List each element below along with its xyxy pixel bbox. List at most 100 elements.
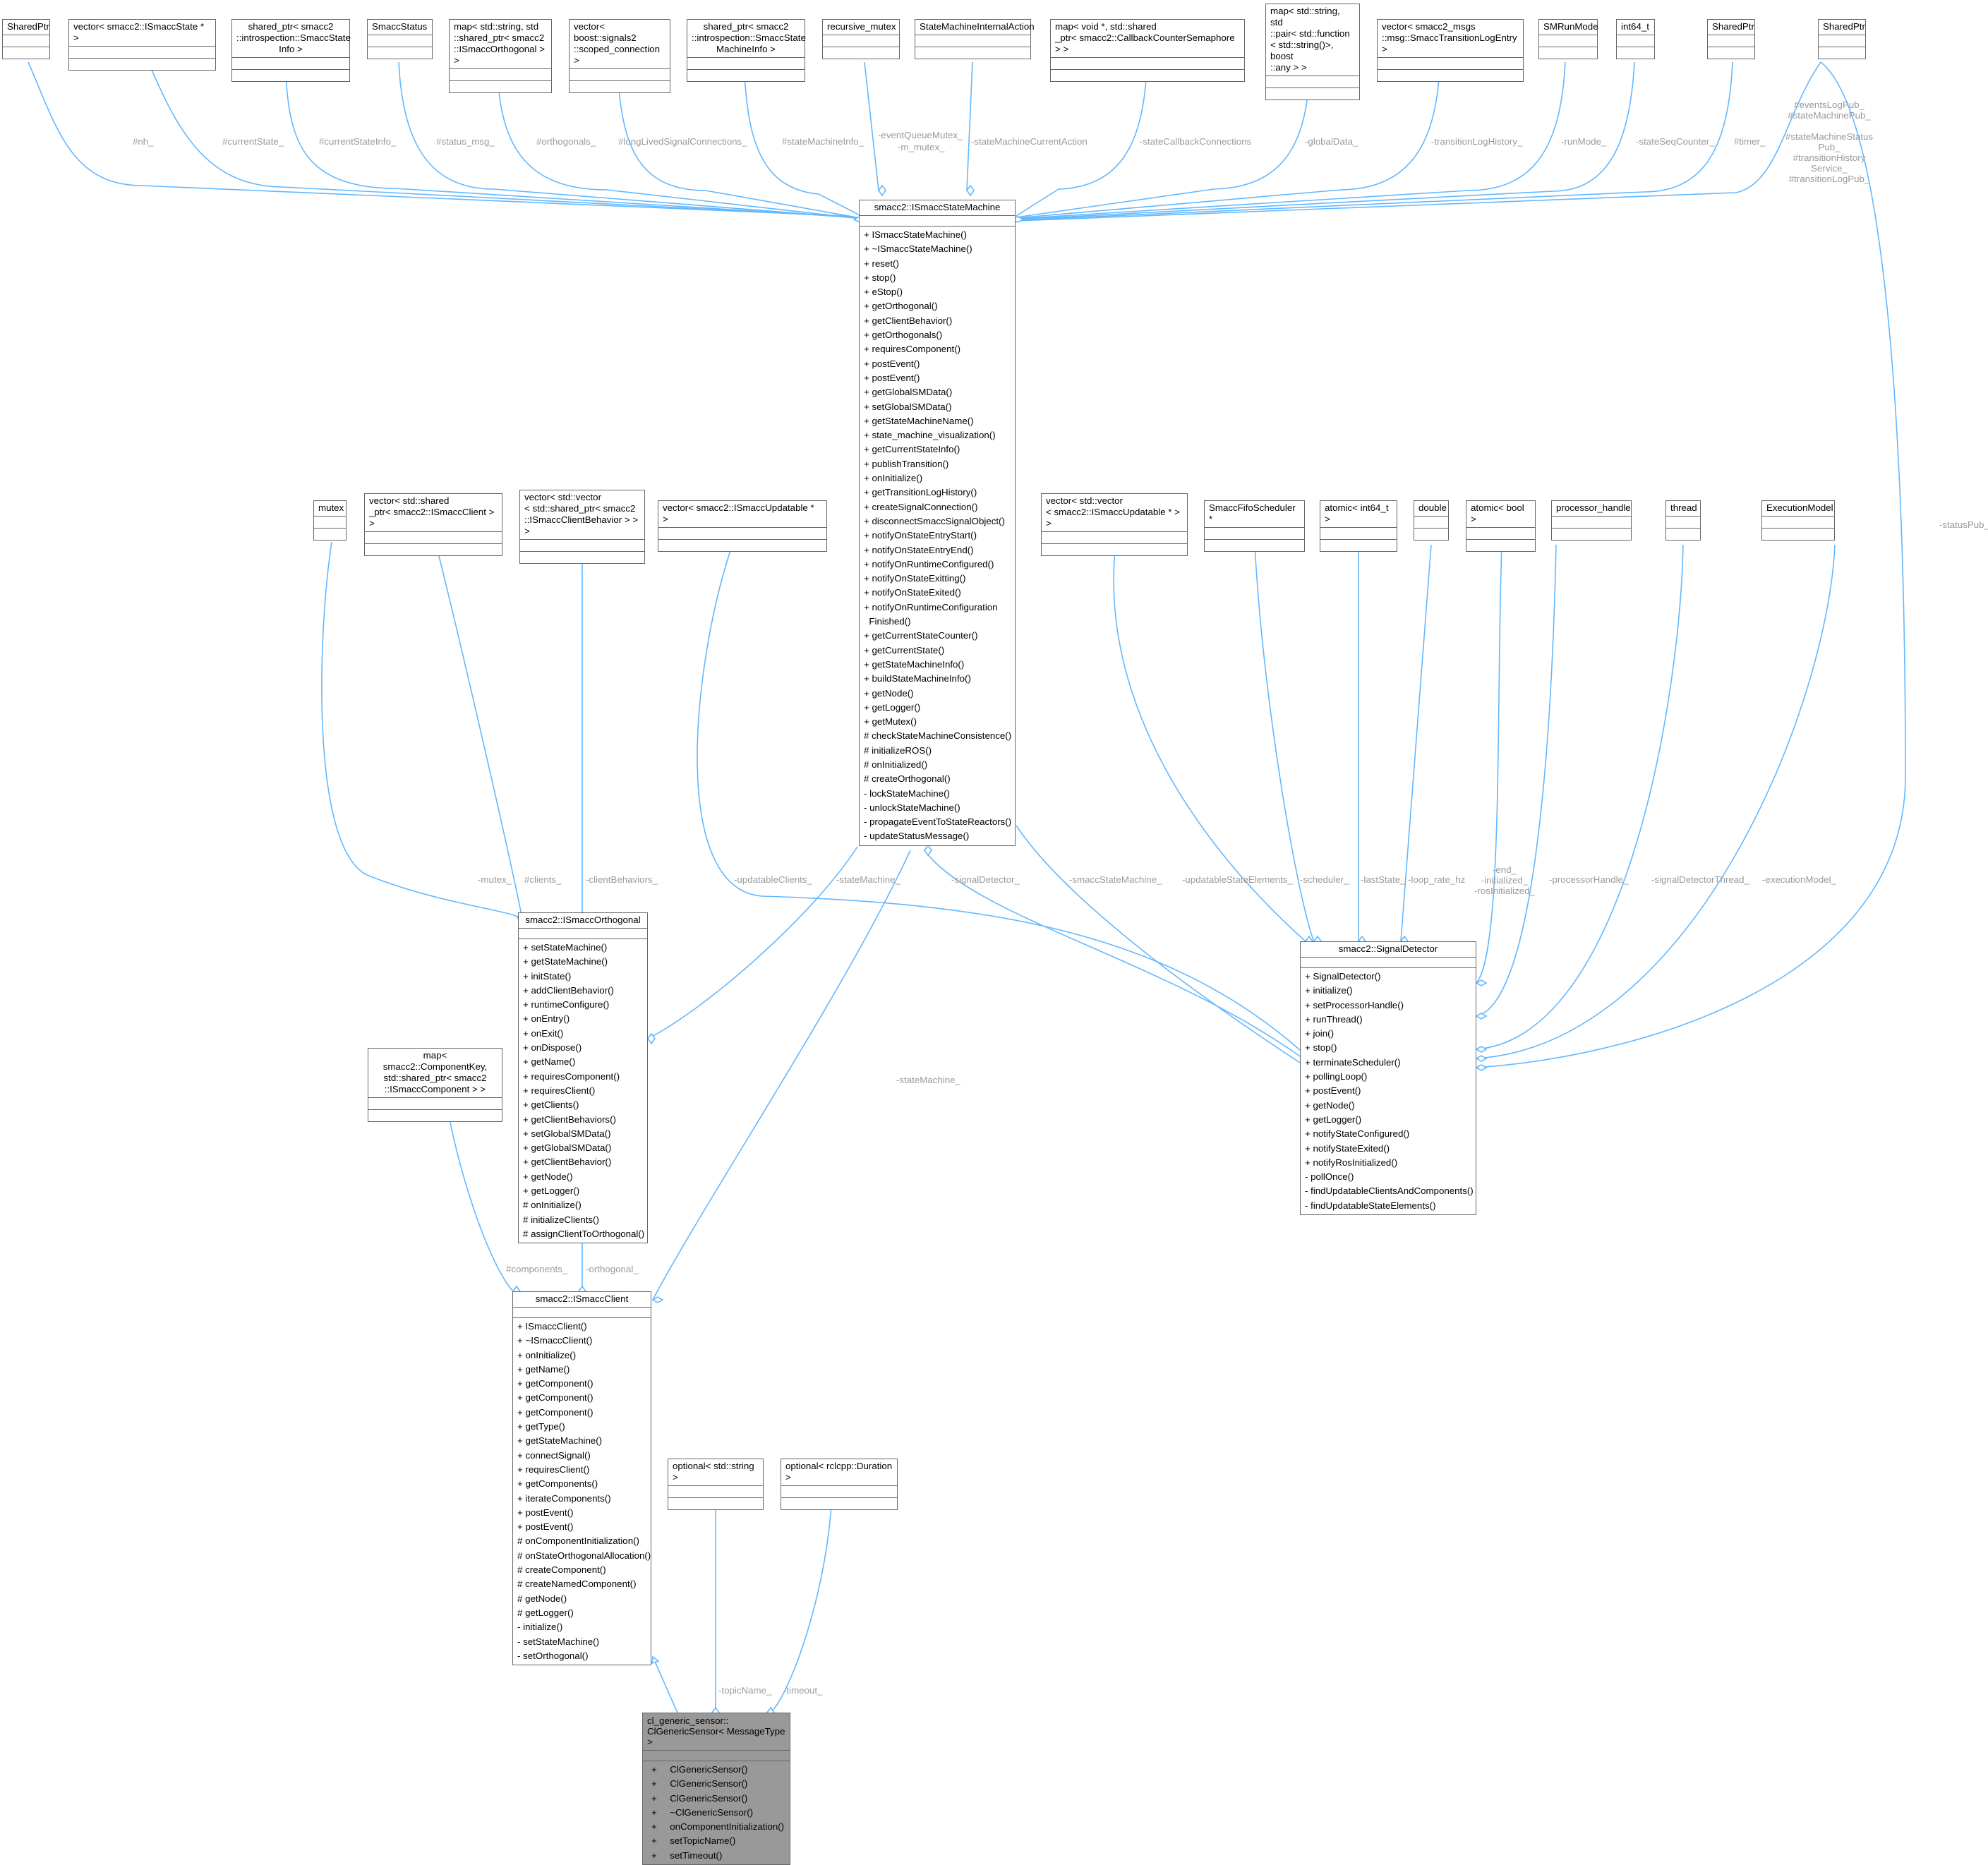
type-title: int64_t — [1617, 20, 1654, 35]
edge-run-mode — [1016, 61, 1566, 219]
diamond-orth-sm — [647, 1032, 656, 1045]
type-atomic-bool[interactable]: atomic< bool > — [1466, 500, 1536, 552]
edge-status-pub — [1474, 61, 1906, 1068]
class-member: + setProcessorHandle() — [1305, 999, 1404, 1010]
type-mutex[interactable]: mutex — [313, 500, 347, 541]
class-member: + setStateMachine() — [523, 942, 608, 953]
type-vector-state[interactable]: vector< smacc2::ISmaccState * > — [68, 19, 216, 71]
type-map-callback[interactable]: map< void *, std::shared_ptr< smacc2::Ca… — [1050, 19, 1245, 82]
label-signal-detector: -signalDetector_ — [951, 874, 1020, 885]
type-title: vector< std::vector< std::shared_ptr< sm… — [520, 490, 644, 540]
class-member: # createNamedComponent() — [517, 1579, 637, 1590]
type-smacc-status[interactable]: SmaccStatus — [367, 19, 433, 59]
type-optional-duration[interactable]: optional< rclcpp::Duration > — [781, 1459, 898, 1510]
class-client[interactable]: smacc2::ISmaccClient + ISmaccClient()+ ~… — [512, 1291, 651, 1666]
label-processor-handle: -processorHandle_ — [1549, 874, 1629, 885]
type-vector-vector-updatable[interactable]: vector< std::vector< smacc2::ISmaccUpdat… — [1041, 493, 1188, 556]
class-member: + reset() — [864, 258, 899, 269]
type-shared-ptr-timer[interactable]: SharedPtr — [1707, 19, 1755, 59]
edge-current-state — [147, 61, 851, 217]
type-map-global-data[interactable]: map< std::string, std::pair< std::functi… — [1265, 4, 1360, 100]
label-nh: #nh_ — [133, 136, 154, 147]
type-title: SMRunMode — [1539, 20, 1598, 35]
class-signal-detector[interactable]: smacc2::SignalDetector + SignalDetector(… — [1300, 941, 1476, 1216]
edge-inheritance — [652, 1656, 678, 1713]
class-member: + createSignalConnection() — [864, 501, 978, 512]
class-member: + getLogger() — [1305, 1113, 1362, 1125]
edge-long-lived — [617, 67, 865, 219]
type-double[interactable]: double — [1414, 500, 1449, 541]
class-generic-sensor[interactable]: cl_generic_sensor::ClGenericSensor< Mess… — [642, 1713, 790, 1865]
class-member: # createComponent() — [517, 1564, 606, 1576]
class-member: + onDispose() — [523, 1042, 582, 1054]
class-member: + setTimeout() — [651, 1849, 723, 1861]
label-long-lived: #longLivedSignalConnections_ — [618, 136, 747, 147]
edge-pubs — [1016, 61, 1821, 222]
label-run-mode: -runMode_ — [1561, 136, 1607, 147]
type-internal-action[interactable]: StateMachineInternalAction — [915, 19, 1035, 59]
class-member: + disconnectSmaccSignalObject() — [864, 515, 1005, 526]
type-processor-handle[interactable]: processor_handle — [1551, 500, 1632, 541]
class-state-machine[interactable]: smacc2::ISmaccStateMachine + ISmaccState… — [859, 200, 1016, 846]
class-member: + getStateMachineInfo() — [864, 658, 965, 670]
diamond-sig-right-3 — [1475, 1046, 1488, 1053]
label-event-queue-1: -eventQueueMutex_ — [878, 130, 963, 140]
type-int64[interactable]: int64_t — [1616, 19, 1655, 59]
class-member: + onExit() — [523, 1027, 564, 1039]
type-title: vector< boost::signals2::scoped_connecti… — [570, 20, 670, 69]
type-vector-transition-log[interactable]: vector< smacc2_msgs::msg::SmaccTransitio… — [1377, 19, 1524, 82]
class-member: + iterateComponents() — [517, 1492, 611, 1504]
type-fifo-scheduler[interactable]: SmaccFifoScheduler * — [1204, 500, 1305, 552]
class-member: + onEntry() — [523, 1013, 570, 1025]
type-shared-ptr-nh[interactable]: SharedPtr — [2, 19, 50, 59]
type-recursive-mutex[interactable]: recursive_mutex — [822, 19, 900, 59]
class-member: + getType() — [517, 1421, 565, 1432]
class-member: + setTopicName() — [651, 1835, 736, 1847]
class-member: + getMutex() — [864, 716, 917, 728]
edge-mutex — [321, 541, 519, 918]
class-member: + postEvent() — [517, 1521, 574, 1533]
type-title: mutex — [314, 501, 346, 517]
class-member: + notifyRosInitialized() — [1305, 1157, 1398, 1168]
type-map-orthogonals[interactable]: map< std::string, std::shared_ptr< smacc… — [449, 19, 552, 93]
label-last-state: -lastState_ — [1361, 874, 1406, 885]
class-member: + getName() — [523, 1056, 576, 1068]
edge-updatable-clients — [697, 550, 1301, 1051]
edge-timeout — [770, 1503, 832, 1713]
type-vector-behaviors[interactable]: vector< std::vector< std::shared_ptr< sm… — [519, 490, 645, 564]
type-title: SmaccStatus — [368, 20, 432, 35]
type-shared-ptr-sm-info[interactable]: shared_ptr< smacc2::introspection::Smacc… — [687, 19, 806, 82]
type-execution-model[interactable]: ExecutionModel — [1761, 500, 1835, 541]
type-title: vector< std::vector< smacc2::ISmaccUpdat… — [1042, 494, 1187, 532]
type-title: shared_ptr< smacc2::introspection::Smacc… — [687, 20, 806, 58]
class-member: # onComponentInitialization() — [517, 1535, 639, 1547]
class-member: + initState() — [523, 970, 572, 982]
label-status-msg: #status_msg_ — [436, 136, 495, 147]
type-map-components[interactable]: map< smacc2::ComponentKey,std::shared_pt… — [368, 1048, 502, 1122]
class-orthogonal[interactable]: smacc2::ISmaccOrthogonal + setStateMachi… — [518, 912, 648, 1244]
class-member: # getNode() — [517, 1593, 567, 1604]
type-shared-ptr-state-info[interactable]: shared_ptr< smacc2::introspection::Smacc… — [231, 19, 351, 82]
class-member: + notifyOnRuntimeConfigured() — [864, 558, 994, 569]
class-member: + ISmaccStateMachine() — [864, 229, 967, 240]
type-title: ExecutionModel — [1762, 501, 1834, 517]
type-scoped-connection[interactable]: vector< boost::signals2::scoped_connecti… — [569, 19, 670, 93]
label-smacc-sm: -smaccStateMachine_ — [1069, 874, 1162, 885]
type-vector-clients[interactable]: vector< std::shared_ptr< smacc2::ISmaccC… — [364, 493, 502, 556]
type-title: atomic< int64_t > — [1320, 501, 1397, 528]
type-sm-run-mode[interactable]: SMRunMode — [1538, 19, 1598, 59]
class-member: + requiresClient() — [523, 1085, 596, 1096]
label-signal-thread: -signalDetectorThread_ — [1651, 874, 1750, 885]
type-shared-ptr-pubs[interactable]: SharedPtr — [1818, 19, 1866, 59]
class-member: + getComponent() — [517, 1392, 594, 1404]
class-member: + runThread() — [1305, 1013, 1363, 1025]
type-thread[interactable]: thread — [1665, 500, 1701, 541]
label-orthogonal: -orthogonal_ — [586, 1264, 639, 1274]
type-optional-string[interactable]: optional< std::string > — [668, 1459, 764, 1510]
class-member: + requiresComponent() — [864, 344, 961, 355]
label-status-pub: -statusPub_ — [1939, 519, 1988, 530]
type-title: StateMachineInternalAction — [915, 20, 1035, 35]
type-vector-updatable[interactable]: vector< smacc2::ISmaccUpdatable * > — [658, 500, 827, 552]
class-member: + getCurrentState() — [864, 644, 945, 656]
type-atomic-int64[interactable]: atomic< int64_t > — [1320, 500, 1397, 552]
